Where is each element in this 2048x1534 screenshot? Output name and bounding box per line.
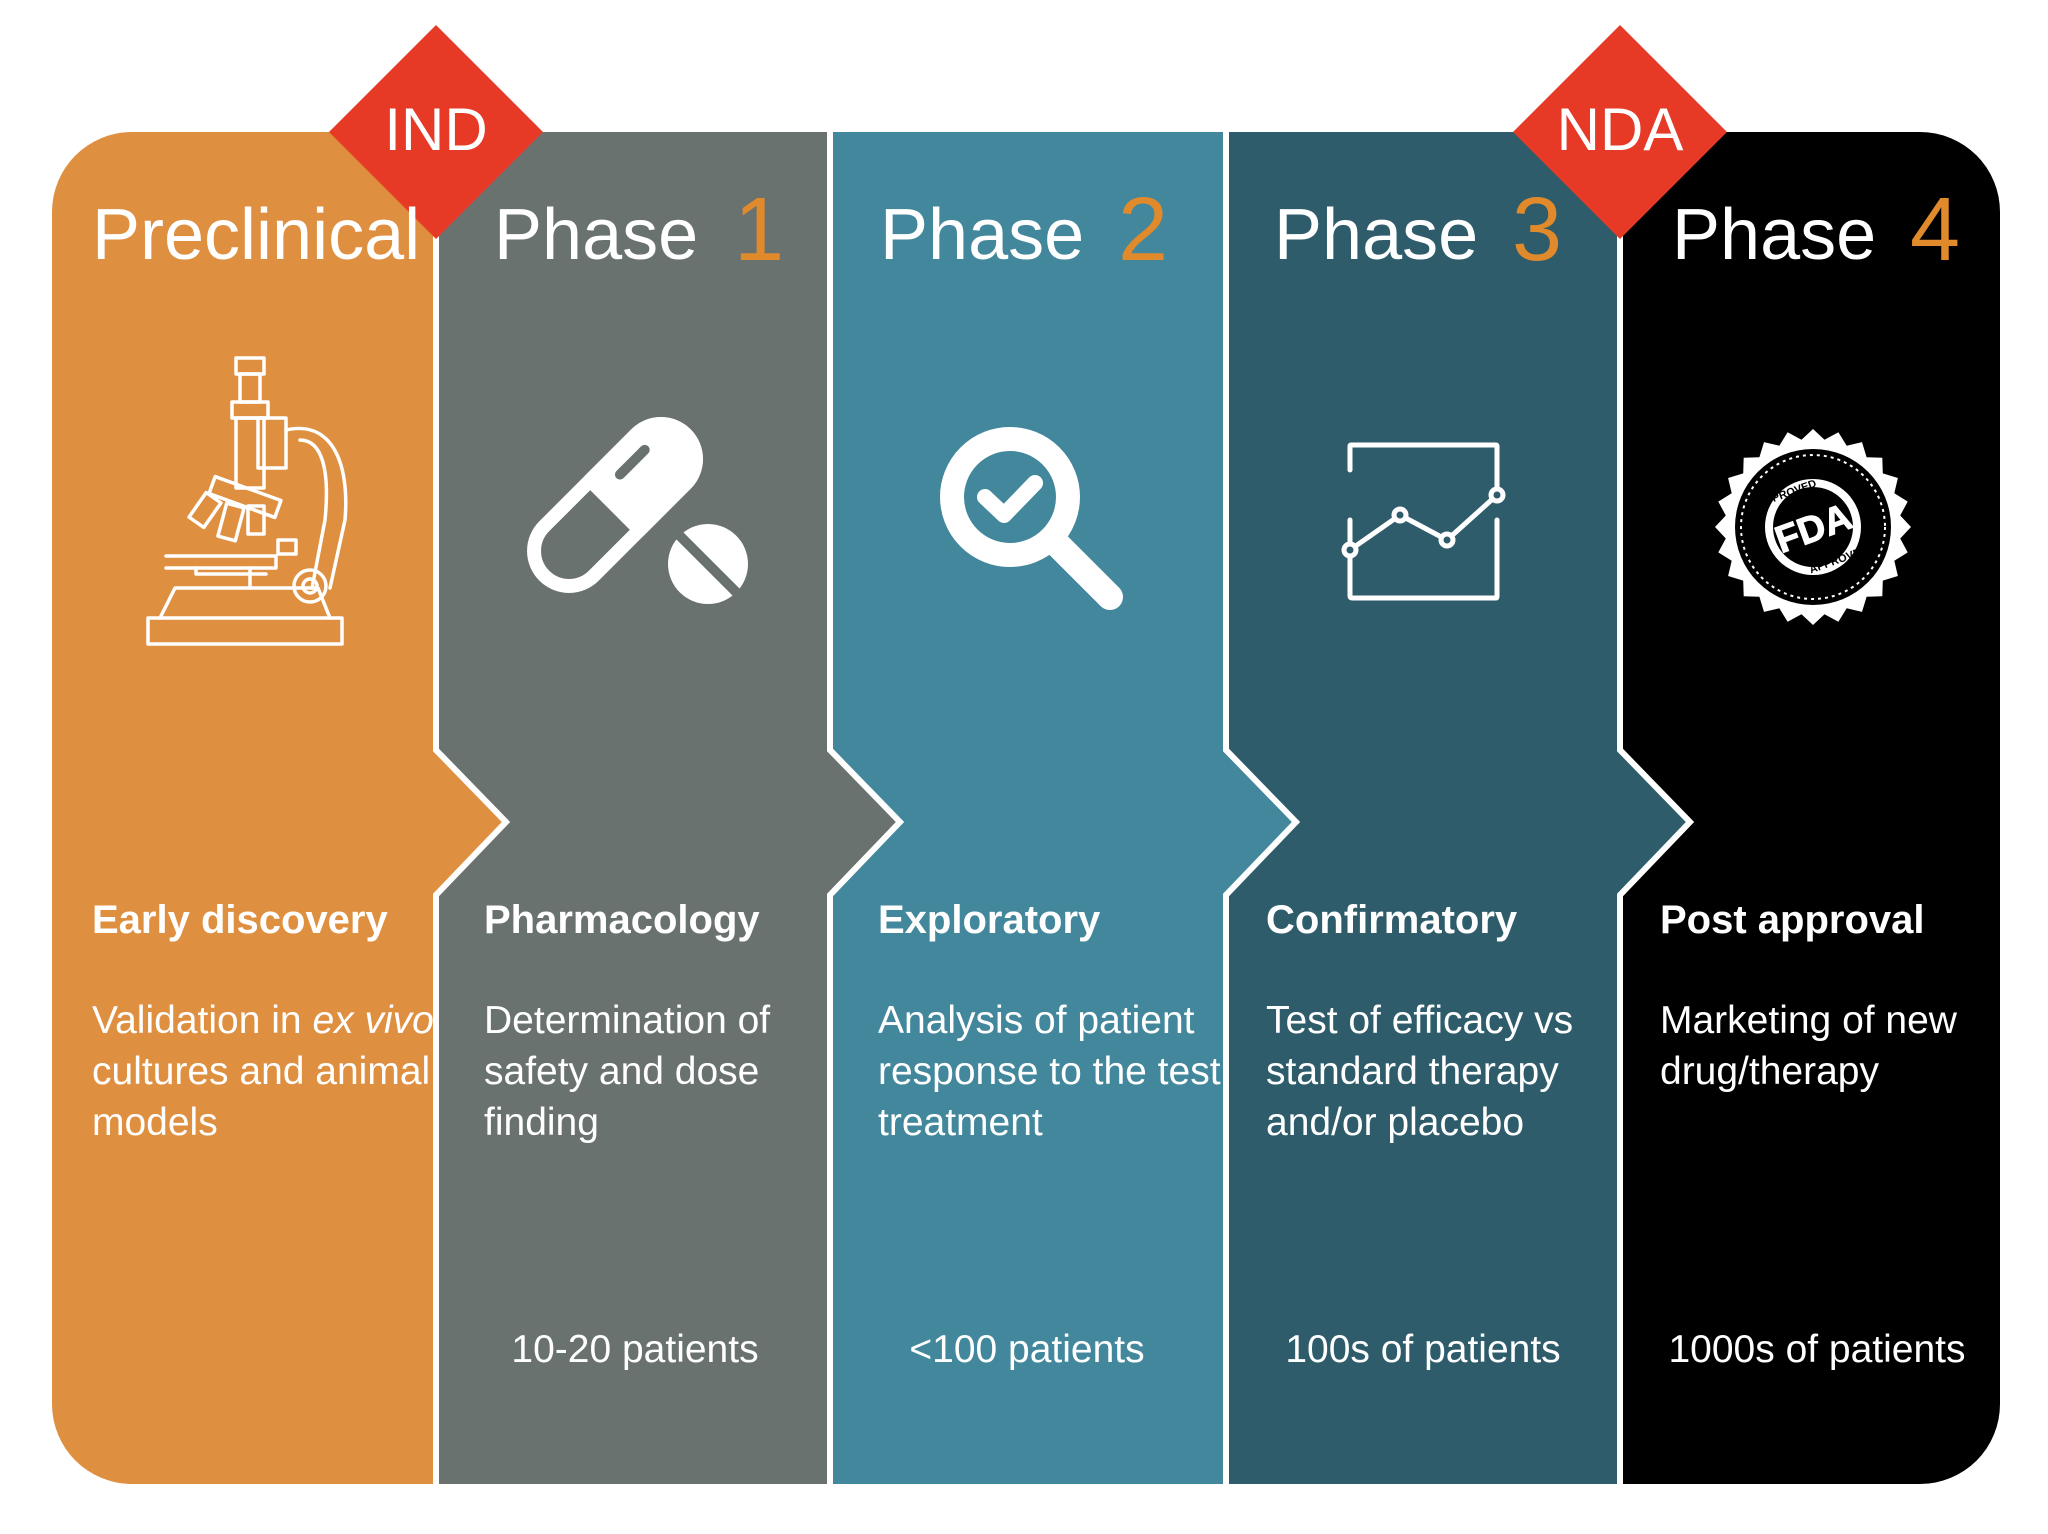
stage-number-phase2: 2	[1118, 180, 1169, 280]
stage-description-preclinical: Validation in ex vivo cultures and anima…	[92, 995, 437, 1148]
stage-patients-phase3: 100s of patients	[1285, 1328, 1561, 1371]
stage-subheading-preclinical: Early discovery	[92, 898, 388, 942]
stage-subheading-phase3: Confirmatory	[1266, 898, 1518, 942]
stage-subheading-phase2: Exploratory	[878, 898, 1101, 942]
stage-title-phase2: Phase	[880, 195, 1085, 275]
stage-description-phase1: Determination of safety and dose finding	[484, 999, 771, 1144]
stage-description-preclinical-post: cultures and animal models	[92, 1050, 431, 1144]
line-chart-icon	[1341, 442, 1506, 601]
fda-approved-seal-icon: FDA APPROVED APPROVED	[1715, 429, 1911, 625]
stage-subheading-phase4: Post approval	[1660, 898, 1925, 942]
stage-description-preclinical-pre: Validation in	[92, 999, 313, 1042]
column-bg-preclinical	[52, 132, 506, 1484]
divider-3	[1223, 132, 1301, 1484]
stage-number-phase4: 4	[1910, 180, 1961, 280]
stage-description-phase3: Test of efficacy vs standard therapy and…	[1266, 999, 1574, 1144]
stage-patients-phase2: <100 patients	[909, 1328, 1145, 1371]
stage-patients-phase1: 10-20 patients	[511, 1328, 759, 1371]
stage-number-phase1: 1	[734, 180, 785, 280]
divider-2	[827, 132, 905, 1484]
column-bg-phase1	[436, 132, 900, 1484]
stage-title-phase3: Phase	[1274, 195, 1479, 275]
pill-icon	[527, 417, 748, 604]
stage-subheading-phase1: Pharmacology	[484, 898, 760, 942]
stage-description-phase4: Marketing of new drug/therapy	[1660, 999, 1957, 1093]
stage-title-phase1: Phase	[494, 195, 699, 275]
stage-description-phase2: Analysis of patient response to the test…	[878, 999, 1221, 1144]
divider-1	[433, 132, 511, 1484]
column-bg-phase4	[1620, 132, 2000, 1484]
divider-4	[1617, 132, 1695, 1484]
stage-title-preclinical: Preclinical	[92, 195, 421, 275]
nda-diamond-icon	[1513, 25, 1727, 239]
ind-milestone-label: IND	[384, 96, 488, 163]
stage-number-phase3: 3	[1512, 180, 1563, 280]
stage-description-preclinical-italic: ex vivo	[312, 999, 434, 1042]
ind-diamond-icon	[329, 25, 543, 239]
stage-patients-phase4: 1000s of patients	[1668, 1328, 1966, 1371]
column-bg-phase3	[1226, 132, 1690, 1484]
magnifier-check-icon	[940, 427, 1123, 610]
nda-milestone-label: NDA	[1556, 96, 1684, 163]
microscope-icon	[146, 356, 348, 646]
stage-title-phase4: Phase	[1672, 195, 1877, 275]
